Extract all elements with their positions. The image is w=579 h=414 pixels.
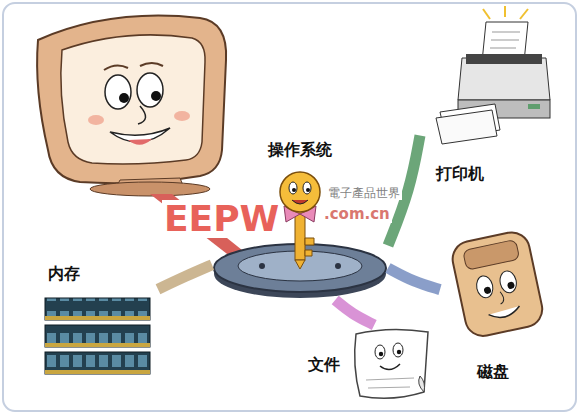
file-figure <box>355 329 428 398</box>
printer-node: 打印机 <box>420 15 560 187</box>
watermark-logo: EEPW <box>162 200 281 238</box>
printer-figure-part <box>490 48 516 49</box>
hub-platform-part <box>335 263 341 269</box>
disk-figure <box>449 229 545 339</box>
file-figure-part <box>379 352 383 356</box>
monitor-figure-part <box>61 35 205 164</box>
key-figure <box>280 172 320 269</box>
printer-figure-part <box>520 9 528 19</box>
file-figure-part <box>397 350 401 354</box>
monitor-figure <box>37 16 226 196</box>
memory-figure-part <box>45 370 150 374</box>
file-figure-part <box>419 376 425 392</box>
node-label: 打印机 <box>436 164 484 185</box>
file-figure-part <box>366 378 414 380</box>
key-figure-part <box>306 188 310 192</box>
disk-figure-part <box>463 239 520 270</box>
watermark-text: 電子產品世界 <box>326 186 402 200</box>
monitor-figure-part <box>37 16 226 184</box>
memory-figure-part <box>45 325 150 347</box>
printer-figure-part <box>492 32 520 33</box>
printer-figure-part <box>528 104 540 109</box>
connector-ribbon <box>158 265 212 289</box>
key-figure-part <box>303 182 311 194</box>
disk-figure-part <box>498 291 504 304</box>
printer-figure-part <box>466 54 542 64</box>
connector-ribbon <box>335 300 374 325</box>
disk-figure-part <box>475 274 495 299</box>
disk-figure-part <box>483 286 491 294</box>
disk-figure-part <box>488 306 521 320</box>
key-figure-part <box>292 200 308 204</box>
file-figure-part <box>393 343 403 357</box>
printer-figure-part <box>458 58 550 100</box>
file-node: 文件 <box>300 325 435 405</box>
printer-figure-part <box>483 9 490 19</box>
monitor-figure-part <box>140 63 163 66</box>
disk-figure-part <box>498 269 518 294</box>
disk-figure-part <box>507 281 515 289</box>
key-figure-part <box>292 188 296 192</box>
frame <box>3 3 576 411</box>
key-figure-part <box>295 210 305 260</box>
memory-node: 内存 <box>40 258 158 383</box>
key-figure-part <box>280 172 320 212</box>
node-label: 内存 <box>48 264 80 285</box>
memory-figure-part <box>45 343 150 347</box>
memory-figure-part <box>45 316 150 320</box>
key-figure-part <box>289 182 297 194</box>
monitor-figure-part <box>128 139 152 145</box>
connector-ribbon <box>388 268 440 290</box>
hub-platform-part <box>259 263 265 269</box>
watermark-domain: .com.cn <box>322 206 392 223</box>
printer-figure-part <box>436 110 497 144</box>
frame-border <box>3 3 576 411</box>
monitor-figure-part <box>88 115 104 125</box>
monitor-figure-part <box>138 106 146 124</box>
file-figure-part <box>368 387 410 388</box>
printer-figure <box>436 6 550 144</box>
memory-figure-part <box>45 298 150 320</box>
printer-figure-part <box>504 6 506 17</box>
node-label: 磁盘 <box>477 362 509 383</box>
monitor-figure-part <box>105 75 131 109</box>
memory-figure-part <box>45 352 150 374</box>
monitor-figure-part <box>151 91 161 101</box>
node-label: 文件 <box>308 355 340 376</box>
monitor-figure-part <box>137 73 163 107</box>
monitor-figure-part <box>104 65 128 70</box>
monitor-figure-part <box>90 182 210 196</box>
disk-node: 磁盘 <box>440 225 555 395</box>
monitor-figure-part <box>119 93 129 103</box>
file-figure-part <box>380 364 400 370</box>
key-figure-part <box>295 260 305 269</box>
monitor-figure-part <box>174 111 190 121</box>
printer-figure-part <box>491 40 519 41</box>
file-figure-part <box>355 329 428 398</box>
memory-figure <box>45 298 150 374</box>
key-figure-part <box>305 238 314 256</box>
disk-figure-part <box>449 229 545 339</box>
node-label: 操作系统 <box>268 140 332 161</box>
file-figure-part <box>375 345 385 359</box>
